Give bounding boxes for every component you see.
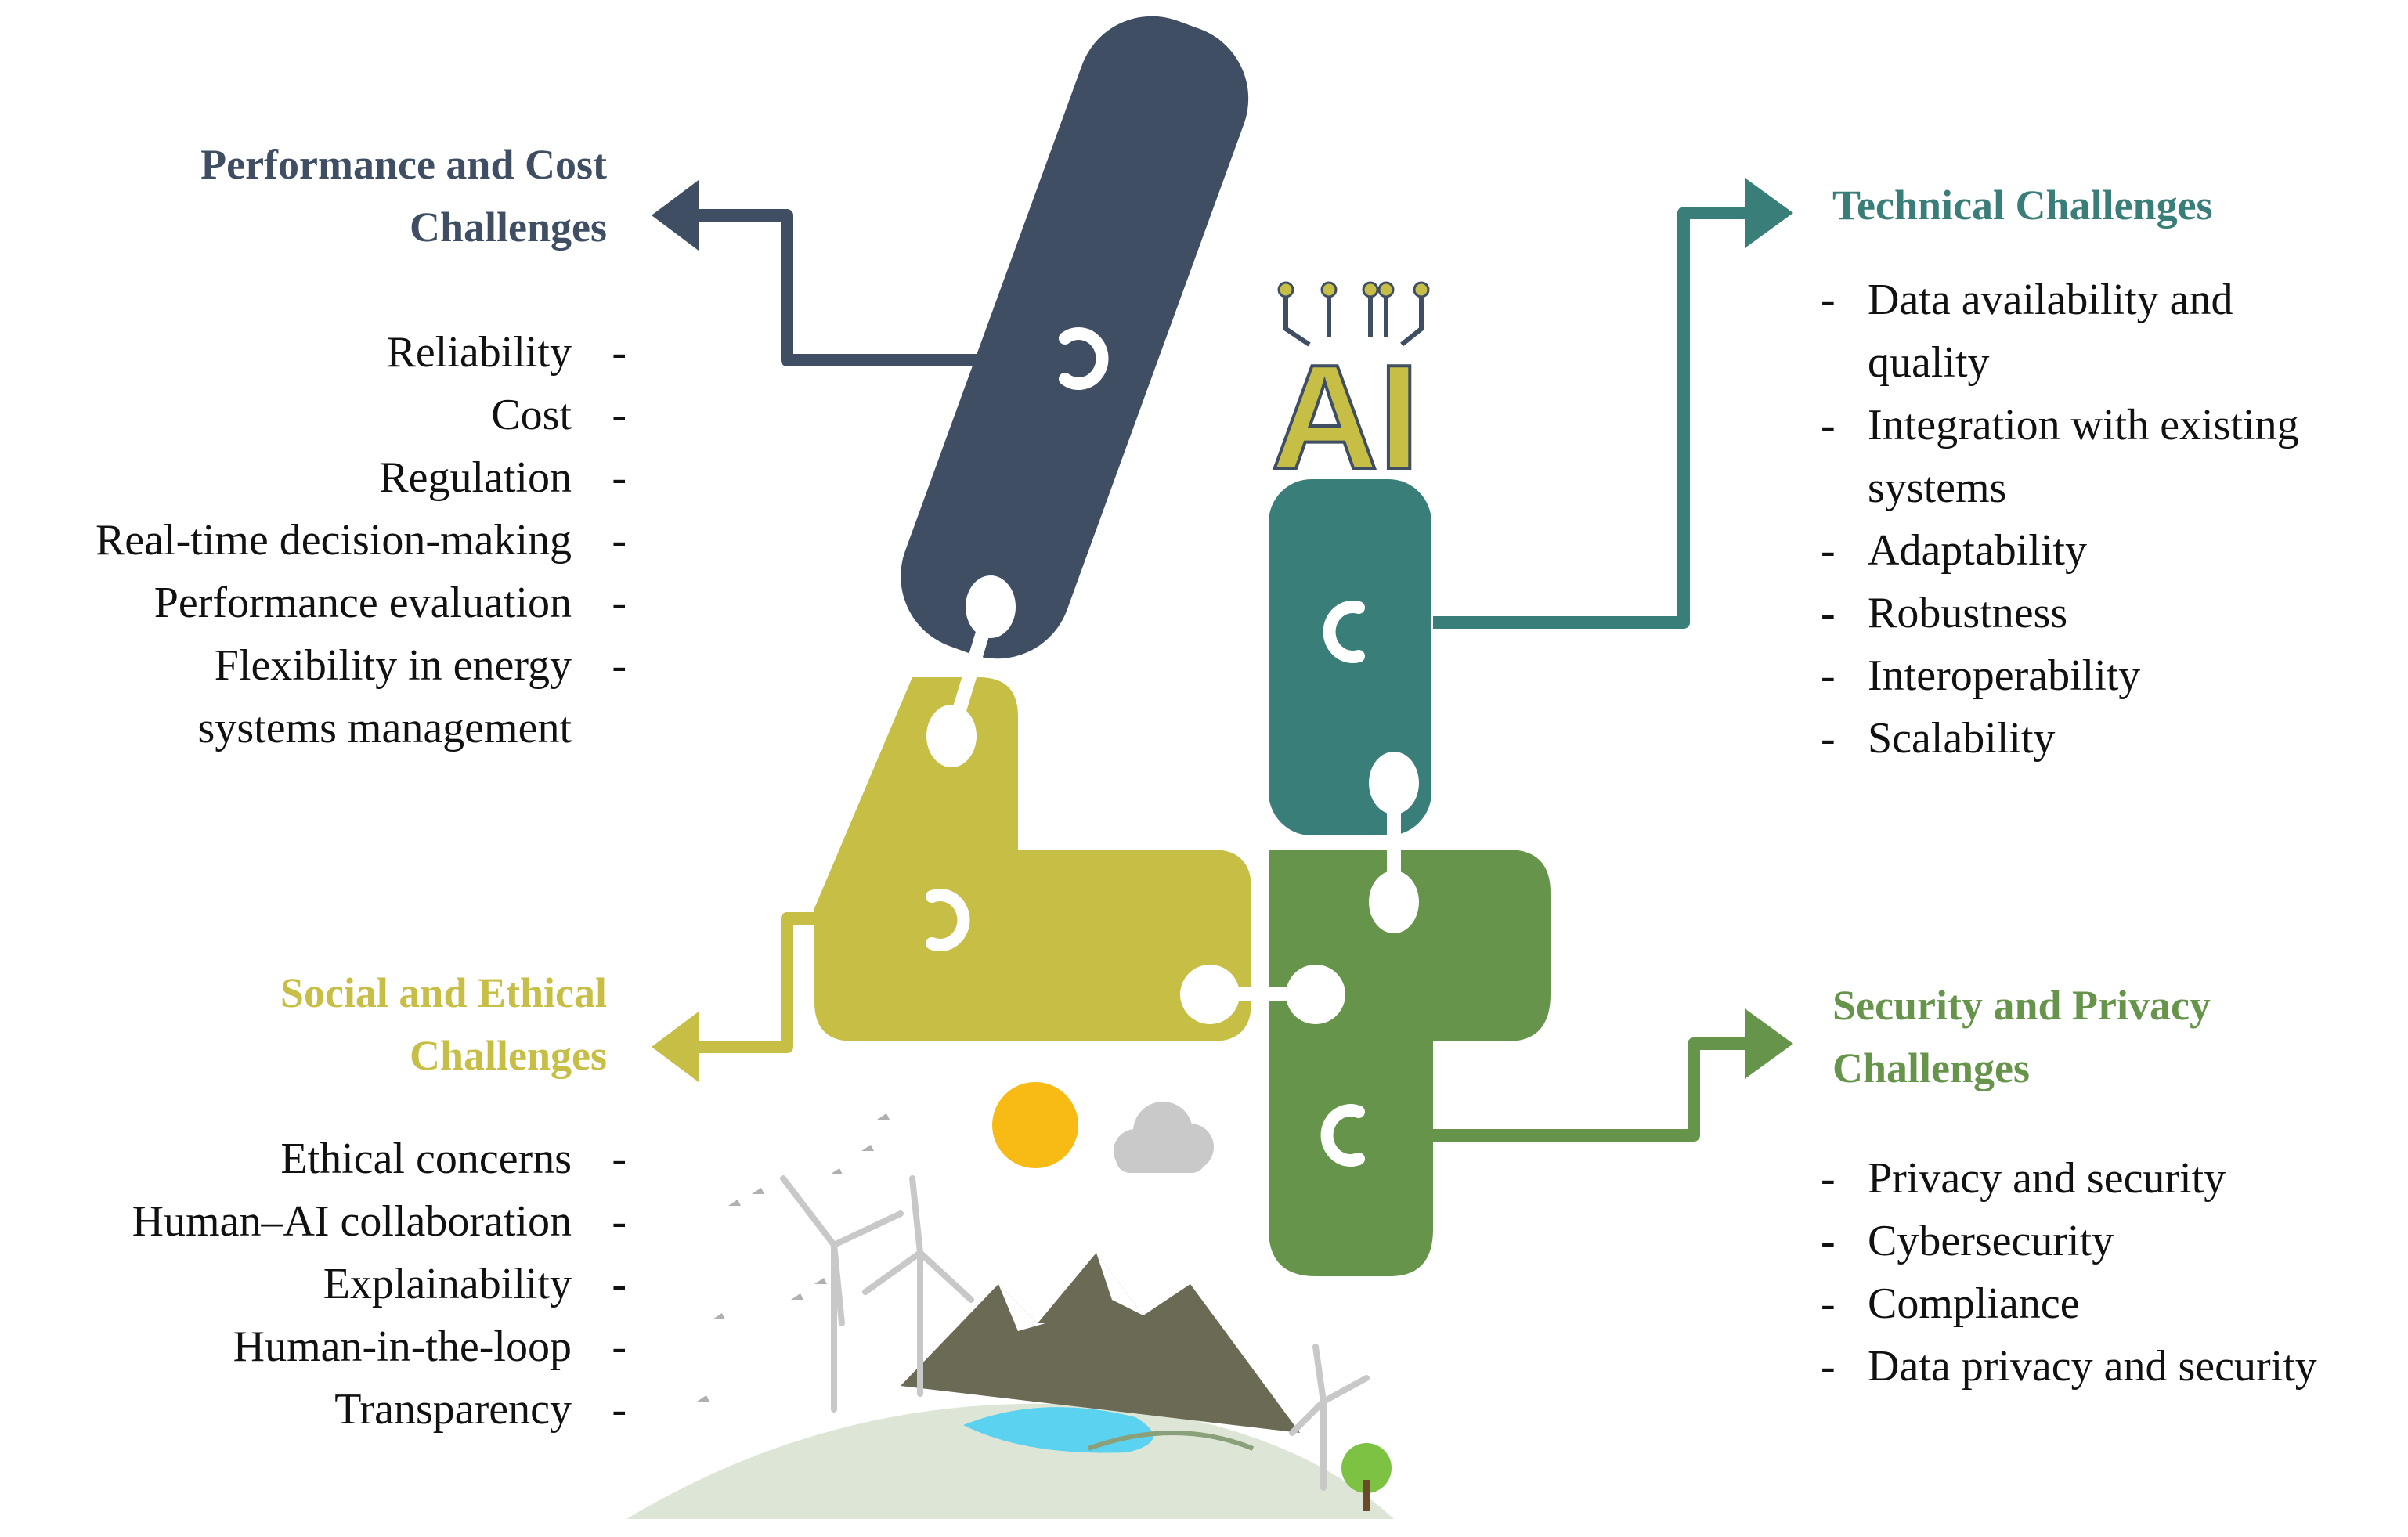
list-item: Regulation-	[379, 453, 626, 502]
list-item: Reliability-	[386, 328, 626, 377]
list-item: Adaptability	[1821, 519, 2400, 582]
list-item: systems	[1868, 464, 2007, 512]
social-title: Social and Ethical Challenges	[106, 962, 607, 1087]
list-item: Interoperability	[1821, 644, 2400, 707]
security-arrow-head	[1745, 1008, 1793, 1079]
list-item: Data availability and	[1821, 269, 2400, 331]
list-item: Human-in-the-loop-	[233, 1322, 626, 1371]
list-item: Compliance	[1821, 1272, 2400, 1335]
list-item: Integration with existing	[1821, 394, 2400, 456]
list-item: Performance evaluation-	[153, 579, 626, 627]
list-item: Scalability	[1821, 707, 2400, 770]
social-puzzle-piece	[814, 677, 1251, 1041]
piece-c-markers	[926, 327, 1365, 1167]
ai-circuit-logo: AI	[1269, 281, 1430, 502]
social-list: Ethical concerns- Human–AI collaboration…	[0, 1127, 626, 1441]
list-item: Transparency-	[334, 1385, 626, 1434]
list-item: Privacy and security	[1821, 1147, 2400, 1210]
performance-connector-arrow	[689, 209, 979, 366]
sun-icon	[992, 1082, 1078, 1168]
security-title: Security and Privacy Challenges	[1832, 974, 2211, 1099]
technical-list: Data availability and quality Integratio…	[1821, 269, 2400, 770]
social-arrow-head	[652, 1012, 699, 1082]
performance-title: Performance and Cost Challenges	[106, 133, 607, 258]
performance-list: Reliability- Cost- Regulation- Real-time…	[0, 321, 626, 759]
list-item: Ethical concerns-	[280, 1135, 626, 1183]
list-item: Robustness	[1821, 582, 2400, 644]
list-item: systems management-	[197, 704, 572, 752]
list-item: Flexibility in energy-	[214, 641, 626, 690]
technical-title-line-1: Technical Challenges	[1832, 182, 2213, 229]
security-title-line-2: Challenges	[1832, 1045, 2031, 1091]
security-puzzle-piece	[1269, 850, 1551, 1276]
technical-title: Technical Challenges	[1832, 174, 2213, 236]
security-title-line-1: Security and Privacy	[1832, 982, 2211, 1029]
list-item: Cybersecurity	[1821, 1210, 2400, 1272]
puzzle-links	[926, 575, 1419, 1024]
list-item: Real-time decision-making-	[95, 516, 626, 565]
security-list: Privacy and security Cybersecurity Compl…	[1821, 1147, 2400, 1398]
technical-connector-arrow	[1433, 207, 1754, 629]
ai-logo-text: AI	[1271, 334, 1420, 500]
social-title-line-1: Social and Ethical	[280, 969, 607, 1016]
social-connector-arrow	[689, 912, 830, 1053]
social-title-line-2: Challenges	[409, 1032, 607, 1079]
list-item: Human–AI collaboration-	[132, 1197, 626, 1246]
list-item: Explainability-	[323, 1260, 626, 1308]
performance-arrow-head	[652, 180, 699, 251]
security-connector-arrow	[1433, 1037, 1754, 1142]
technical-arrow-head	[1745, 178, 1793, 248]
cloud-icon	[1114, 1102, 1214, 1173]
performance-title-line-2: Challenges	[409, 204, 607, 251]
performance-title-line-1: Performance and Cost	[200, 141, 607, 188]
list-item: Cost-	[491, 391, 626, 439]
list-item: quality	[1868, 338, 1990, 387]
landscape-illustration	[626, 1113, 1394, 1519]
list-item: Data privacy and security	[1821, 1335, 2400, 1398]
